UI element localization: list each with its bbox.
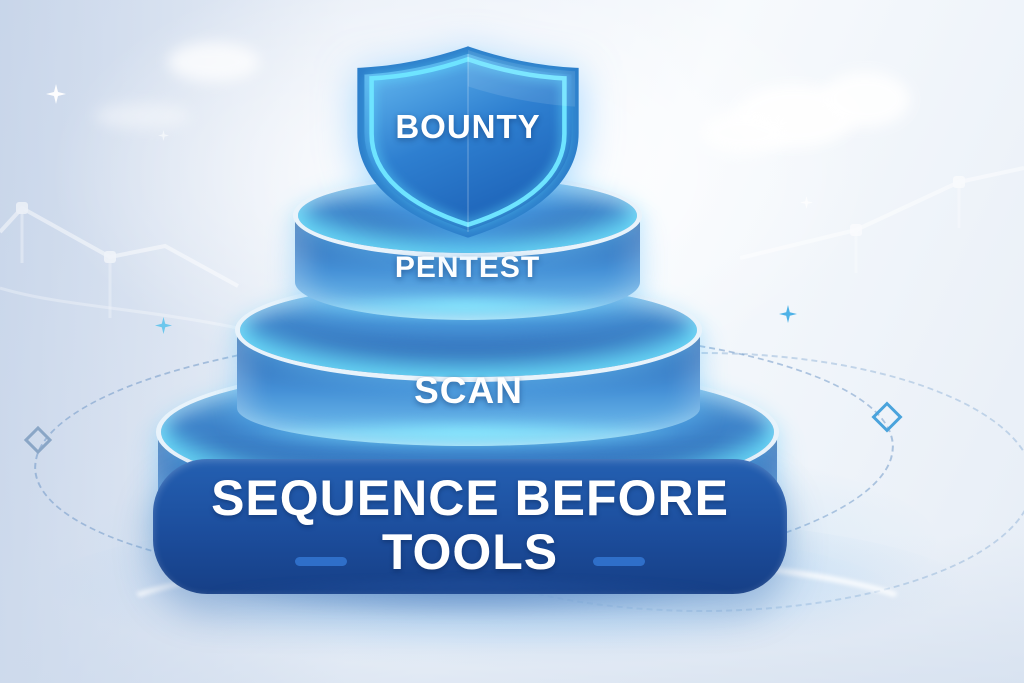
bounty-tier: BOUNTY: [346, 46, 590, 238]
shield-icon: [357, 46, 579, 238]
line-chart-decoration: [0, 202, 239, 330]
headline-banner: SEQUENCE BEFORE TOOLS: [153, 459, 787, 620]
headline-line2: TOOLS: [381, 524, 559, 580]
cylinder-glow: [253, 418, 681, 448]
dash-decoration: [295, 557, 347, 566]
dash-decoration: [593, 557, 645, 566]
sparkle-icon: [158, 130, 169, 141]
scan-label: SCAN: [414, 370, 523, 411]
pentest-label: PENTEST: [394, 251, 541, 284]
headline-line1: SEQUENCE BEFORE: [211, 470, 729, 526]
cloud-icon: [168, 42, 260, 82]
bounty-label: BOUNTY: [395, 108, 541, 145]
banner-shadow: [183, 580, 757, 620]
cloud-icon: [820, 72, 910, 127]
cloud-icon: [700, 110, 790, 155]
cloud-icon: [95, 103, 190, 129]
cylinder-glow: [307, 293, 625, 319]
line-chart-decoration: [740, 166, 1024, 273]
